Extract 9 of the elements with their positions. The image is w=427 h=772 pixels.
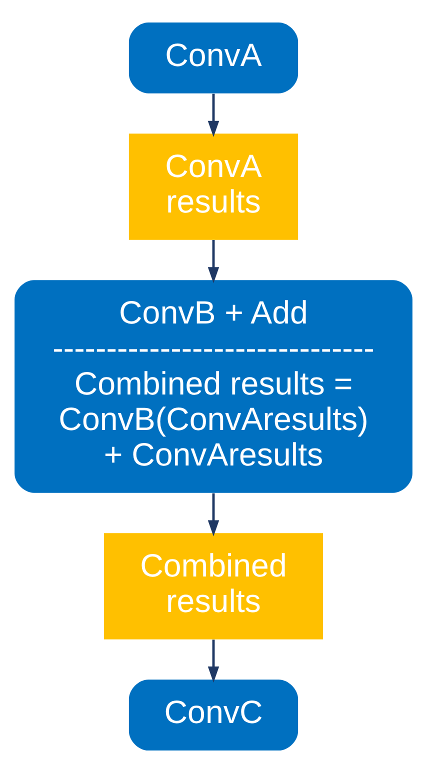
arrow	[208, 240, 220, 283]
node-box: ConvB + Add ------------------------------ Combined results = ConvB(ConvAresults) + ConvAresults	[14, 280, 412, 492]
arrow	[208, 639, 220, 682]
node-box: ConvA results	[128, 133, 298, 240]
node-box: ConvC	[128, 679, 298, 750]
node-box: Combined results	[104, 532, 324, 639]
node-box: ConvA	[128, 22, 298, 93]
arrow	[208, 492, 220, 536]
arrow	[208, 93, 220, 137]
